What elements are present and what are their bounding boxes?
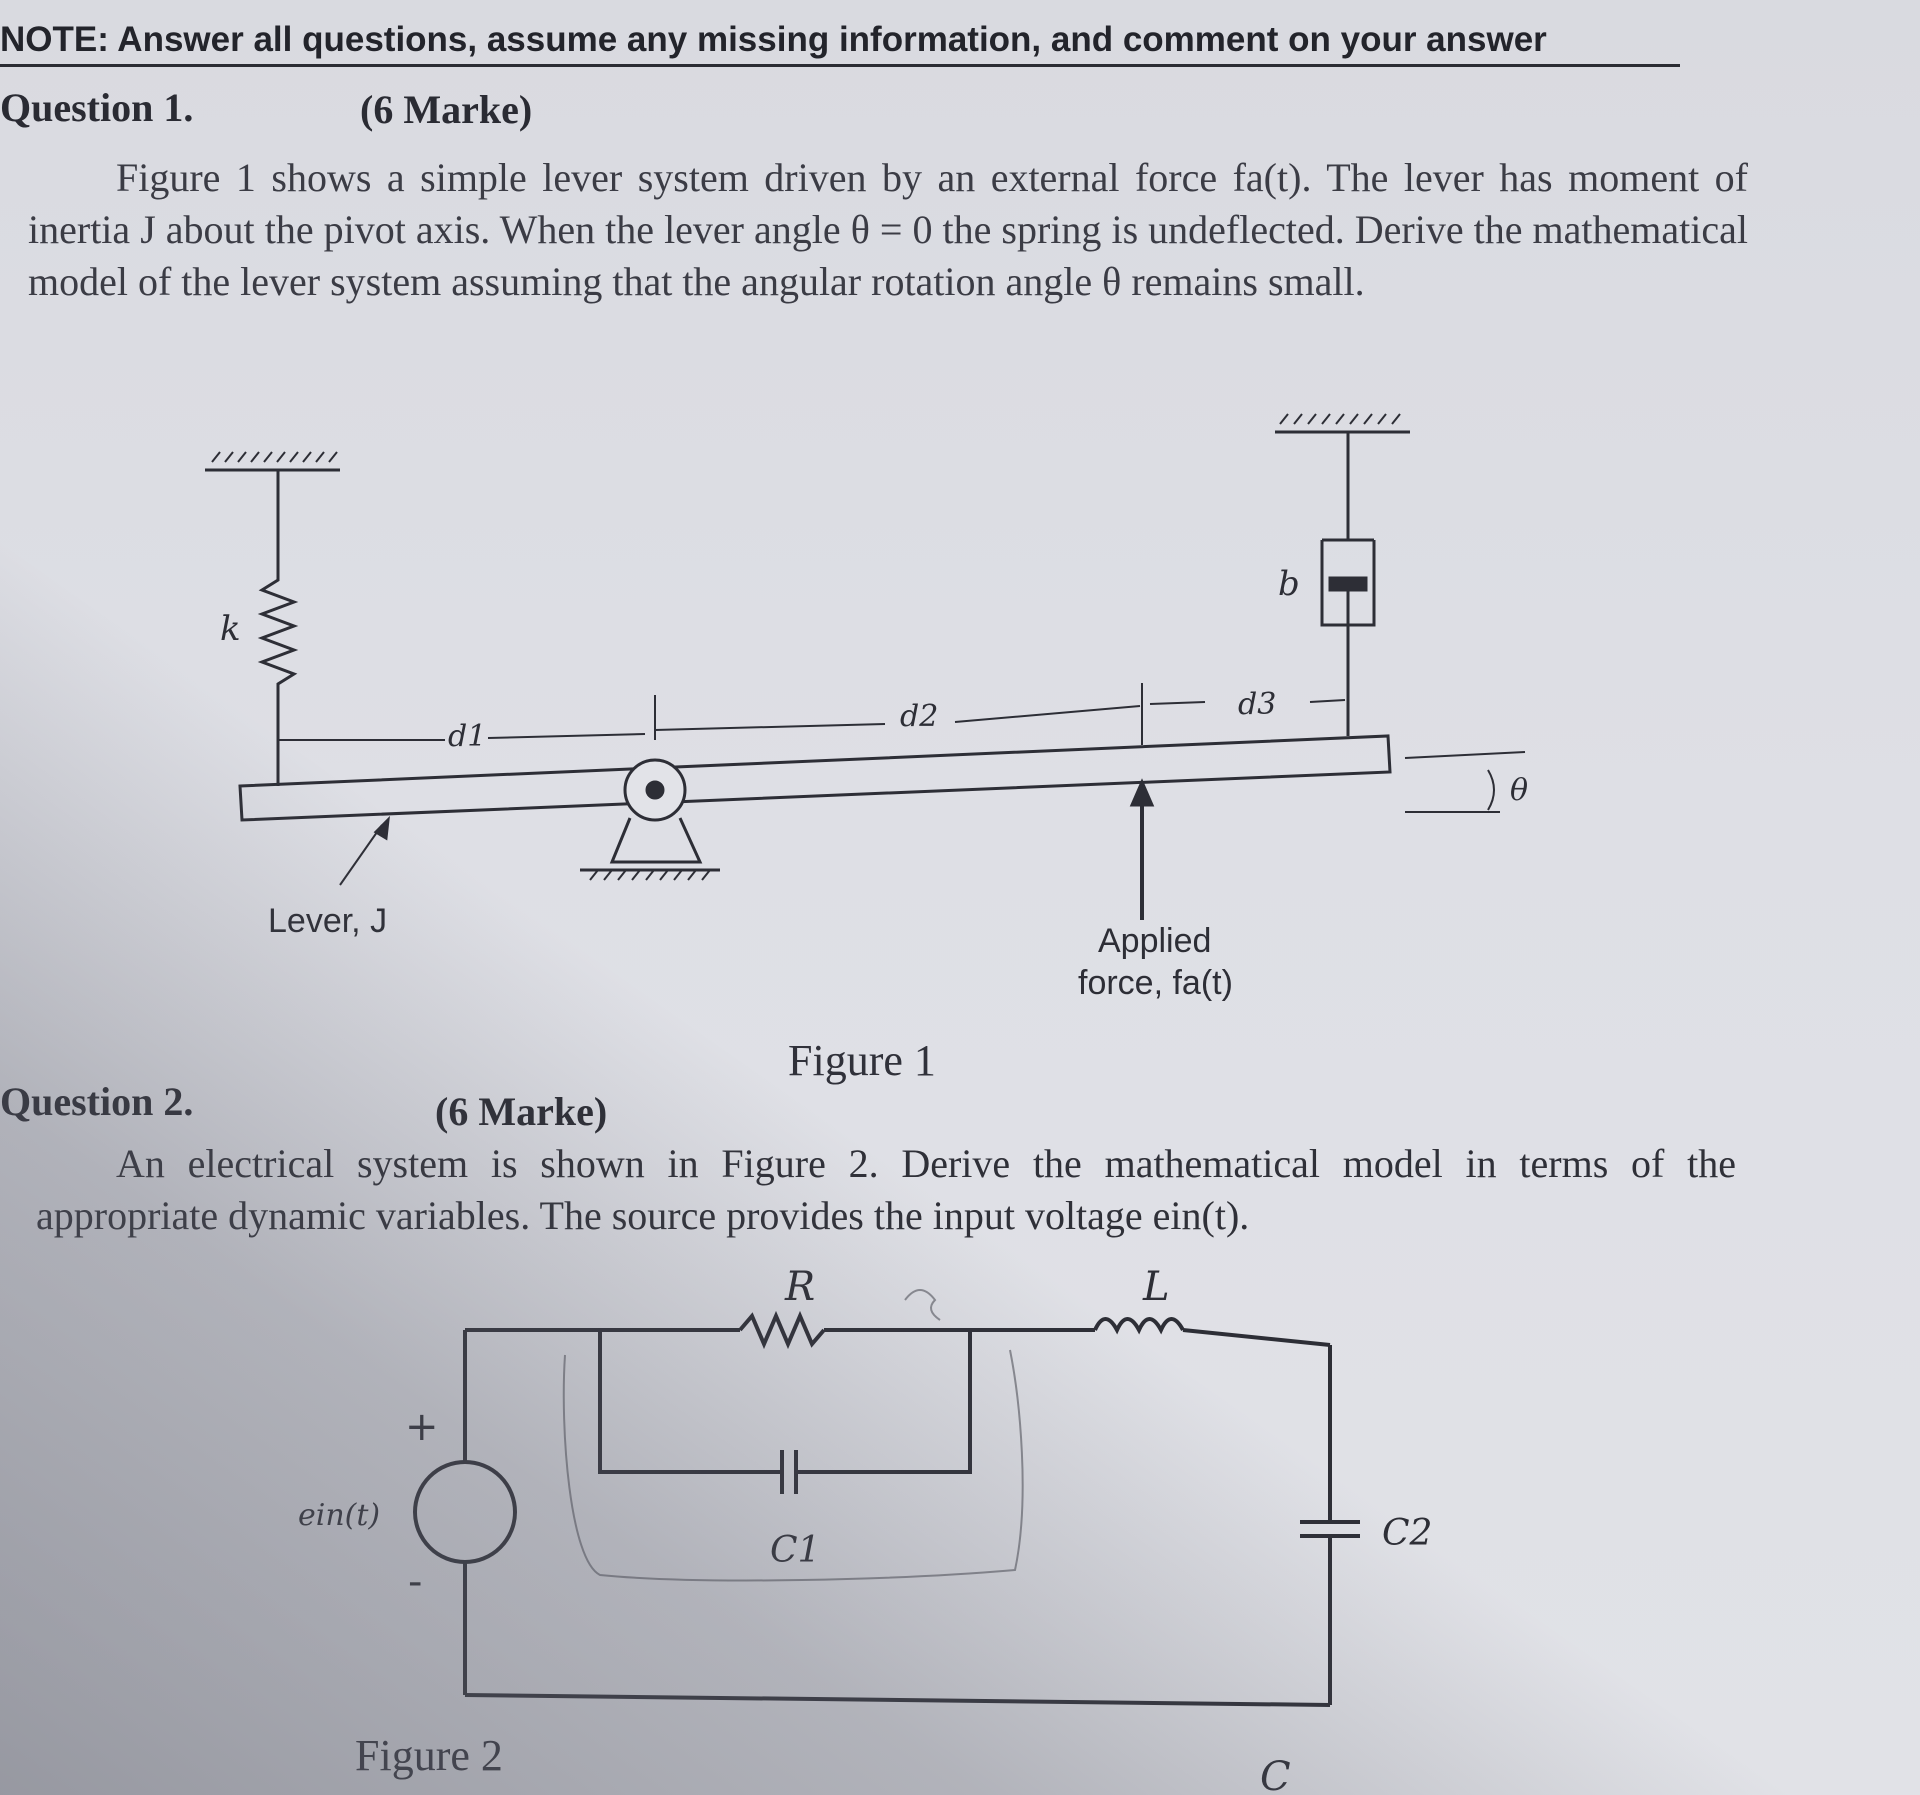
- resistor: [738, 1310, 826, 1350]
- bottom-label: C: [1260, 1754, 1291, 1795]
- plus-sign: +: [405, 1404, 439, 1450]
- capacitor1-label: C1: [770, 1530, 820, 1571]
- figure2-caption: Figure 2: [355, 1731, 503, 1780]
- minus-sign: -: [408, 1559, 422, 1605]
- inductor: [1093, 1317, 1185, 1335]
- resistor-label: R: [784, 1264, 815, 1310]
- source-label: ein(t): [298, 1498, 380, 1533]
- inductor-label: L: [1142, 1264, 1170, 1310]
- voltage-source: [413, 1460, 517, 1564]
- capacitor2-label: C2: [1382, 1513, 1432, 1554]
